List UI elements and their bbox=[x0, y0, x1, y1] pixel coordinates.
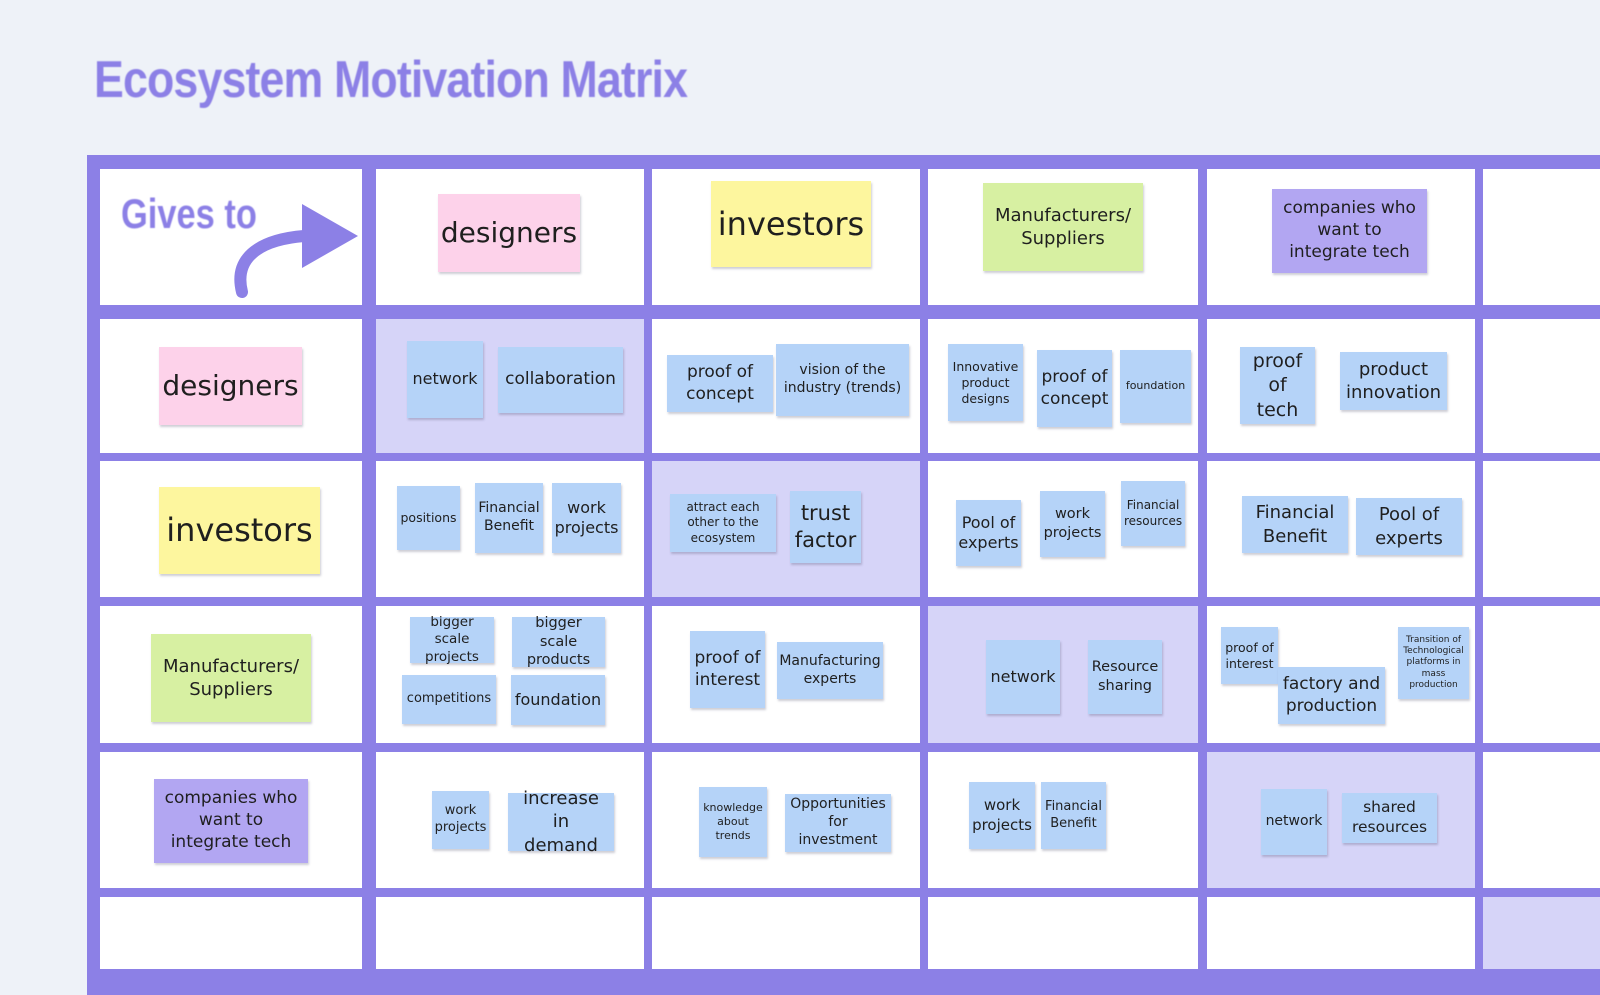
gives-to-label: Gives to bbox=[121, 190, 257, 237]
note-r2c1-positions[interactable]: positions bbox=[397, 486, 460, 550]
note-r1c2-proof-of-concept[interactable]: proof of concept bbox=[667, 355, 773, 412]
note-r2c3-financial-resources[interactable]: Financial resources bbox=[1121, 481, 1185, 546]
note-r2c4-financial-benefit[interactable]: Financial Benefit bbox=[1242, 496, 1348, 553]
note-r3c1-foundation[interactable]: foundation bbox=[511, 675, 605, 725]
note-r3c4-factory-production[interactable]: factory and production bbox=[1278, 667, 1385, 724]
note-r3c1-bigger-scale-products[interactable]: bigger scale products bbox=[512, 615, 605, 668]
note-r1c4-proof-of-tech[interactable]: proof of tech bbox=[1240, 347, 1315, 424]
row-header-designers[interactable]: designers bbox=[159, 347, 302, 425]
cell-r2c5 bbox=[1483, 461, 1600, 597]
note-r3c3-resource-sharing[interactable]: Resource sharing bbox=[1088, 640, 1162, 714]
note-r4c2-opportunities[interactable]: Opportunities for investment bbox=[785, 794, 891, 852]
note-r4c4-shared-resources[interactable]: shared resources bbox=[1342, 793, 1437, 843]
cell-r5c2 bbox=[652, 897, 920, 969]
column-header-manufacturers[interactable]: Manufacturers/ Suppliers bbox=[983, 183, 1143, 271]
cell-r5c5 bbox=[1483, 897, 1600, 969]
note-r3c2-proof-of-interest[interactable]: proof of interest bbox=[690, 631, 765, 708]
note-r3c1-competitions[interactable]: competitions bbox=[402, 675, 496, 724]
curved-arrow-icon bbox=[234, 204, 358, 298]
note-r3c1-bigger-scale-projects[interactable]: bigger scale projects bbox=[410, 614, 494, 665]
note-r1c4-product-innovation[interactable]: product innovation bbox=[1340, 352, 1447, 410]
note-r3c4-transition[interactable]: Transition of Technological platforms in… bbox=[1398, 627, 1469, 699]
note-r1c3-innovative[interactable]: Innovative product designs bbox=[948, 344, 1023, 421]
note-r2c4-pool-of-experts[interactable]: Pool of experts bbox=[1356, 498, 1462, 555]
note-r2c3-work-projects[interactable]: work projects bbox=[1040, 491, 1105, 557]
note-r3c3-network[interactable]: network bbox=[986, 640, 1060, 714]
column-header-investors[interactable]: investors bbox=[711, 181, 871, 267]
column-header-companies[interactable]: companies who want to integrate tech bbox=[1272, 189, 1427, 273]
cell-r4c5 bbox=[1483, 752, 1600, 888]
cell-r5c0 bbox=[100, 897, 362, 969]
row-header-investors[interactable]: investors bbox=[159, 487, 320, 574]
cell-r5c3 bbox=[928, 897, 1198, 969]
note-r3c2-manufacturing-experts[interactable]: Manufacturing experts bbox=[777, 642, 883, 699]
note-r1c3-proof-of-concept[interactable]: proof of concept bbox=[1037, 350, 1112, 427]
note-r4c1-increase-in-demand[interactable]: increase in demand bbox=[508, 788, 614, 856]
note-r2c2-trust-factor[interactable]: trust factor bbox=[790, 491, 861, 563]
cell-r5c1 bbox=[376, 897, 644, 969]
note-r4c3-financial-benefit[interactable]: Financial Benefit bbox=[1041, 782, 1106, 849]
note-r1c1-collaboration[interactable]: collaboration bbox=[498, 347, 623, 413]
column-header-designers[interactable]: designers bbox=[438, 194, 580, 272]
cell-r5c4 bbox=[1207, 897, 1475, 969]
cell-r1c5 bbox=[1483, 319, 1600, 453]
note-r2c1-financial-benefit[interactable]: Financial Benefit bbox=[475, 483, 543, 553]
row-header-manufacturers[interactable]: Manufacturers/ Suppliers bbox=[151, 634, 311, 722]
note-r1c2-vision[interactable]: vision of the industry (trends) bbox=[776, 344, 909, 416]
note-r2c2-attract[interactable]: attract each other to the ecosystem bbox=[670, 494, 776, 552]
note-r2c3-pool-of-experts[interactable]: Pool of experts bbox=[956, 500, 1021, 566]
note-r4c3-work-projects[interactable]: work projects bbox=[969, 782, 1035, 849]
cell-r3c5 bbox=[1483, 606, 1600, 743]
note-r1c1-network[interactable]: network bbox=[407, 341, 483, 418]
note-r4c2-knowledge-about-trends[interactable]: knowledge about trends bbox=[699, 787, 767, 857]
note-r4c4-network[interactable]: network bbox=[1261, 789, 1327, 855]
note-r1c3-foundation[interactable]: foundation bbox=[1120, 350, 1191, 423]
note-r3c4-proof-of-interest[interactable]: proof of interest bbox=[1221, 627, 1278, 684]
note-r2c1-work-projects[interactable]: work projects bbox=[552, 483, 621, 553]
header-cell-extra bbox=[1483, 169, 1600, 305]
row-header-companies[interactable]: companies who want to integrate tech bbox=[154, 779, 308, 863]
board-title: Ecosystem Motivation Matrix bbox=[94, 51, 688, 109]
note-r4c1-work-projects[interactable]: work projects bbox=[432, 791, 489, 849]
